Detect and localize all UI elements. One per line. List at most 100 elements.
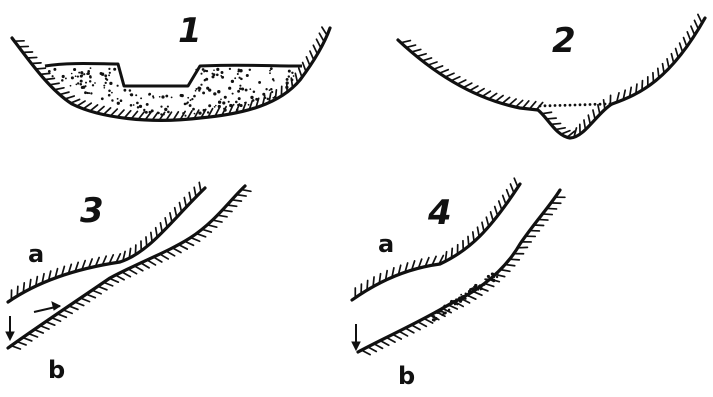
deposit-dot <box>432 318 435 321</box>
deposit-dot <box>208 88 211 91</box>
panel-3-lower-label: b <box>48 356 65 384</box>
former-surface-dot <box>579 103 582 106</box>
hatch-mark <box>509 99 516 105</box>
hatch-mark <box>151 232 152 242</box>
deposit-dot <box>105 82 107 84</box>
hatch-mark <box>165 218 167 228</box>
hatch-mark <box>401 41 410 43</box>
deposit-dot <box>200 73 202 75</box>
arrow-right-icon <box>52 302 60 310</box>
deposit-dot <box>293 75 295 77</box>
hatch-mark <box>412 325 421 330</box>
hatch-mark <box>482 222 484 231</box>
deposit-dot <box>202 91 205 94</box>
deposit-dot <box>222 101 225 104</box>
deposit-dot <box>448 304 450 306</box>
deposit-dot <box>228 87 231 90</box>
deposit-dot <box>252 99 255 102</box>
former-surface-dot <box>559 104 562 107</box>
deposit-dot <box>85 82 87 84</box>
deposit-dot <box>208 104 211 107</box>
deposit-dot <box>194 113 196 115</box>
hatch-mark <box>433 66 442 69</box>
former-surface-dot <box>574 104 577 107</box>
hatch-mark <box>80 298 89 302</box>
deposit-dot <box>270 67 273 70</box>
hatch-mark <box>516 100 523 107</box>
hatch-mark <box>156 228 158 238</box>
deposit-dot <box>136 102 139 105</box>
hatch-mark <box>499 201 502 210</box>
deposit-dot <box>109 72 111 74</box>
deposit-dot <box>117 85 119 87</box>
deposit-dot <box>442 306 444 308</box>
deposit-dot <box>475 286 478 289</box>
hatch-mark <box>60 92 69 94</box>
deposit-dot <box>119 71 121 73</box>
hatch-mark <box>128 269 136 274</box>
deposit-dot <box>71 73 73 75</box>
hatch-mark <box>116 275 125 280</box>
deposit-dot <box>83 73 85 75</box>
deposit-dot <box>152 95 154 97</box>
deposit-dot <box>237 70 239 72</box>
deposit-dot <box>253 91 256 94</box>
deposit-dot <box>244 102 246 104</box>
hatch-mark <box>122 272 130 277</box>
deposit-dot <box>269 72 271 74</box>
deposit-dot <box>203 71 205 73</box>
deposit-dot <box>148 93 151 96</box>
deposit-dot <box>269 89 271 91</box>
hatch-mark <box>40 326 49 329</box>
deposit-dot <box>109 82 112 85</box>
deposit-dot <box>191 98 193 100</box>
deposit-dot <box>207 111 209 113</box>
deposit-dot <box>146 103 149 106</box>
deposit-dot <box>490 278 493 281</box>
hatch-mark <box>295 73 297 82</box>
hatch-mark <box>299 68 302 77</box>
hatch-mark <box>212 220 222 222</box>
deposit-dot <box>495 272 498 275</box>
hatch-mark <box>556 128 566 130</box>
hatch-mark <box>227 205 237 206</box>
deposit-dot <box>108 94 111 97</box>
hatch-mark <box>510 184 514 193</box>
deposit-dot <box>472 291 474 293</box>
hatch-mark <box>386 337 394 342</box>
deposit-dot <box>240 104 243 107</box>
hatch-mark <box>463 83 472 88</box>
former-surface-dot <box>589 103 592 106</box>
deposit-dot <box>103 85 105 87</box>
hatch-mark <box>452 248 453 258</box>
hatch-mark <box>482 91 490 96</box>
deposit-dot <box>265 88 267 90</box>
panel-3: 3 a b <box>6 182 251 384</box>
hatch-mark <box>502 97 510 103</box>
hatch-mark <box>65 96 74 99</box>
deposit-dot <box>71 76 74 79</box>
deposit-dot <box>233 104 235 106</box>
deposit-dot <box>258 81 261 84</box>
hatch-mark <box>77 101 85 106</box>
deposit-dot <box>139 105 142 108</box>
deposit-dot <box>157 112 159 114</box>
deposit-dot <box>77 82 79 84</box>
deposit-dot <box>231 80 234 83</box>
hatch-mark <box>23 283 24 293</box>
hatch-mark <box>406 45 415 47</box>
hatch-mark <box>399 331 407 336</box>
hatch-mark <box>92 290 101 294</box>
deposit-dot <box>117 98 119 100</box>
deposit-dot <box>77 76 79 78</box>
deposit-dot <box>140 97 142 99</box>
deposit-dot <box>190 99 192 101</box>
former-surface-dot <box>554 104 557 107</box>
deposit-dot <box>198 111 201 114</box>
hatch-mark <box>543 214 553 215</box>
hatch-mark <box>380 341 389 346</box>
deposit-dot <box>164 108 167 111</box>
deposit-dot <box>488 278 490 280</box>
hatch-mark <box>546 118 556 119</box>
hatch-mark <box>428 62 437 65</box>
